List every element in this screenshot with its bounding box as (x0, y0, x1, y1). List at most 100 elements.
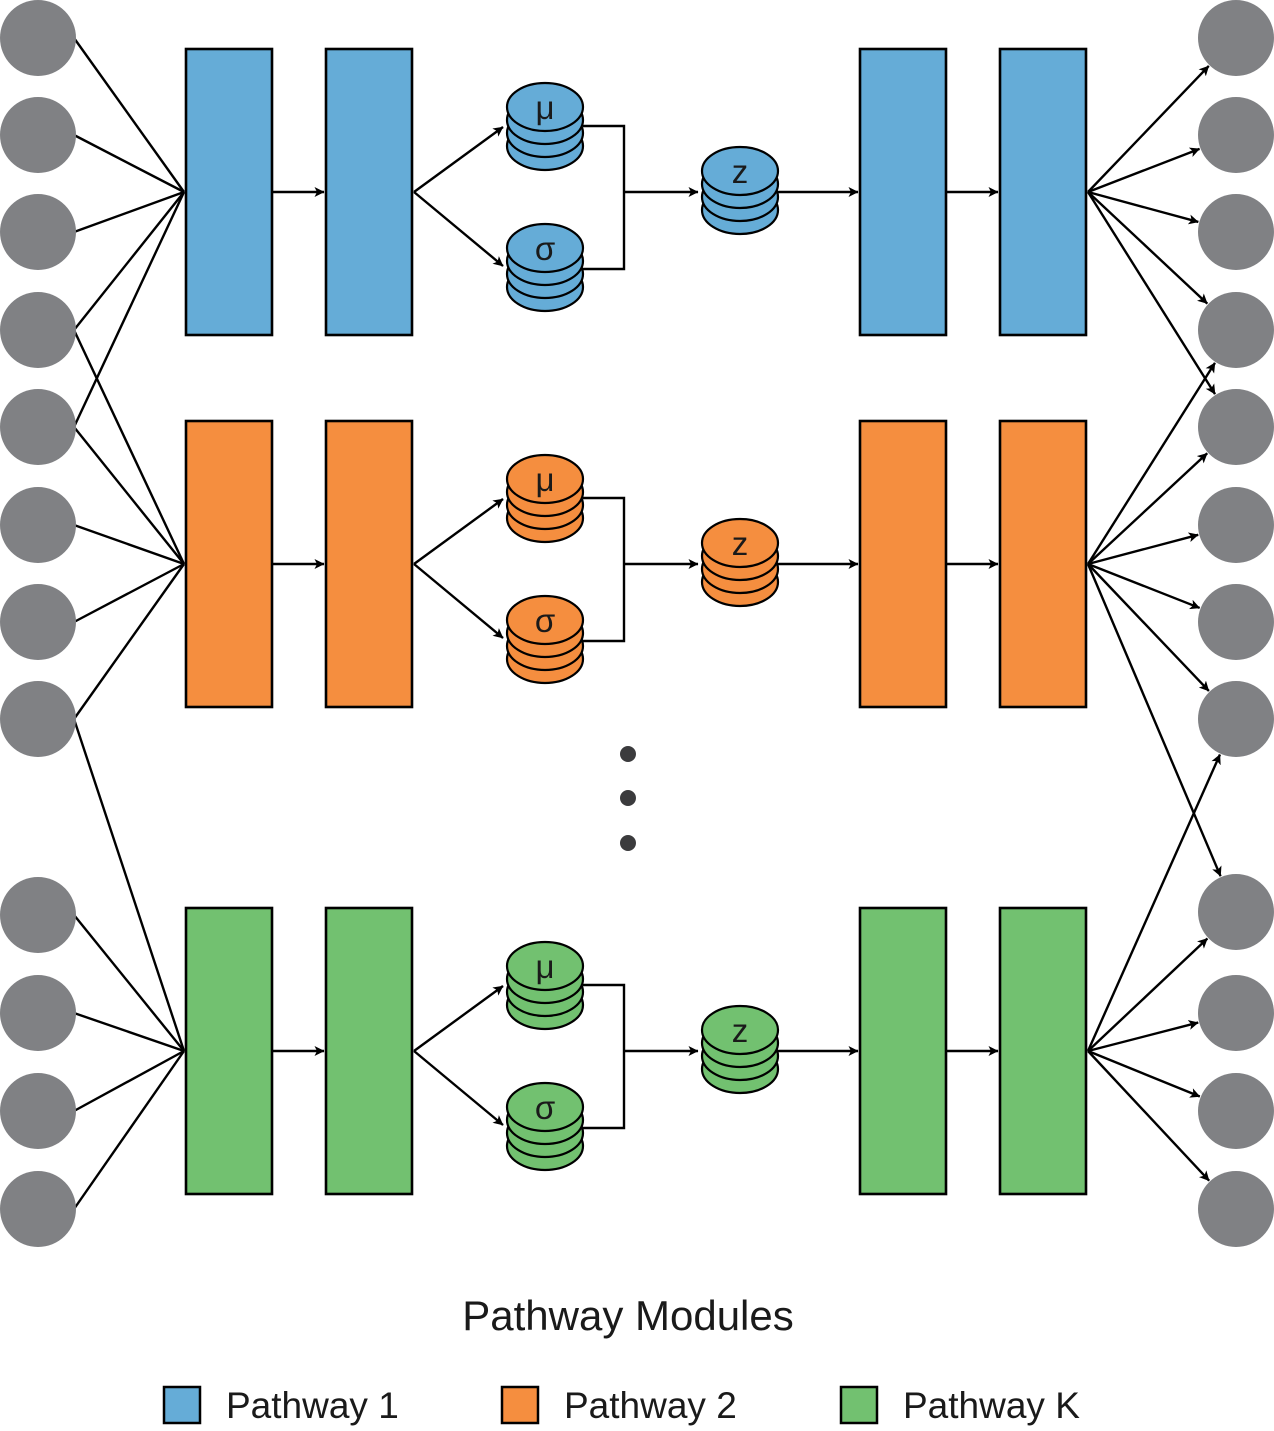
input-node (0, 877, 76, 953)
input-edge (73, 1050, 185, 1210)
stack-disc (700, 1004, 780, 1056)
output-edge (1087, 190, 1199, 225)
connection-edges (72, 37, 1222, 1210)
input-node (0, 389, 76, 465)
encoder-layer-2 (324, 47, 414, 337)
output-edge (1086, 191, 1217, 395)
stack-disc (505, 940, 585, 992)
more-pathways-ellipsis (620, 746, 636, 851)
mu-stack: μ (505, 453, 585, 544)
decoder-layer-1 (858, 47, 948, 337)
output-node (1198, 681, 1274, 757)
output-node (1198, 584, 1274, 660)
z-stack-label: z (732, 1012, 749, 1049)
output-edge (1086, 362, 1216, 565)
output-node (1198, 487, 1274, 563)
legend-label: Pathway K (903, 1385, 1080, 1426)
output-edge (1087, 1050, 1211, 1182)
legend-swatch (500, 1385, 540, 1425)
sigma-arrow (413, 191, 504, 267)
output-edge (1087, 1049, 1201, 1098)
reparam-bracket (583, 496, 626, 643)
ellipsis-dot (620, 746, 636, 762)
mu-arrow (413, 985, 504, 1052)
ellipsis-dot (620, 790, 636, 806)
output-edge (1087, 191, 1209, 305)
ellipsis-dot (620, 835, 636, 851)
pathway-module-pk: μ σ z (184, 906, 1088, 1196)
z-stack: z (700, 145, 780, 236)
input-edge (73, 562, 185, 624)
input-edge (72, 718, 186, 1052)
stack-disc (505, 594, 585, 646)
encoder-layer-1 (184, 906, 274, 1196)
legend-item: Pathway K (839, 1385, 1080, 1426)
mu-arrow (413, 126, 504, 193)
z-stack: z (700, 517, 780, 608)
sigma-stack-label: σ (535, 602, 555, 639)
input-edge (73, 133, 185, 194)
output-edge (1087, 563, 1210, 692)
sigma-arrow (413, 563, 504, 639)
z-stack-label: z (732, 153, 749, 190)
encoder-layer-1 (184, 419, 274, 709)
output-edge (1087, 65, 1210, 193)
mu-arrow (413, 498, 504, 565)
mu-stack: μ (505, 940, 585, 1031)
encoder-layer-1 (184, 47, 274, 337)
output-node (1198, 389, 1274, 465)
legend-item: Pathway 1 (162, 1385, 399, 1426)
sigma-stack: σ (505, 594, 585, 685)
input-node (0, 681, 76, 757)
input-node (0, 194, 76, 270)
input-node (0, 0, 76, 76)
legend-item: Pathway 2 (500, 1385, 737, 1426)
input-edge (73, 1011, 185, 1053)
output-node (1198, 97, 1274, 173)
output-node (1198, 1171, 1274, 1247)
input-edge (72, 191, 186, 428)
legend-label: Pathway 1 (226, 1385, 399, 1426)
stack-disc (505, 81, 585, 133)
output-node (1198, 874, 1274, 950)
legend: Pathway 1 Pathway 2 Pathway K (162, 1385, 1080, 1426)
output-node (1198, 0, 1274, 76)
encoder-layer-2 (324, 419, 414, 709)
mu-stack-label: μ (535, 461, 554, 498)
legend-label: Pathway 2 (564, 1385, 737, 1426)
decoder-layer-1 (858, 906, 948, 1196)
output-edge (1086, 754, 1222, 1052)
pathway-module-p1: μσz (184, 47, 1088, 337)
stack-disc (700, 145, 780, 197)
input-edge (73, 1049, 185, 1113)
stack-disc (700, 517, 780, 569)
output-edge (1087, 937, 1209, 1052)
output-edge (1087, 1020, 1199, 1053)
output-node (1198, 292, 1274, 368)
input-node (0, 292, 76, 368)
sigma-stack-label: σ (535, 1089, 555, 1126)
stack-disc (505, 453, 585, 505)
input-edge (72, 329, 186, 565)
z-stack-label: z (732, 525, 749, 562)
mu-stack: μ (505, 81, 585, 172)
decoder-layer-2 (998, 419, 1088, 709)
input-output-nodes (0, 0, 1274, 1247)
input-node (0, 1171, 76, 1247)
input-edge (73, 914, 185, 1052)
output-edge (1087, 147, 1201, 194)
sigma-arrow (413, 1050, 504, 1126)
input-edge (73, 523, 185, 566)
input-edge (73, 563, 185, 720)
sigma-stack: σ (505, 1081, 585, 1172)
decoder-layer-2 (998, 906, 1088, 1196)
output-node (1198, 1073, 1274, 1149)
mu-stack-label: μ (535, 948, 554, 985)
legend-swatch (162, 1385, 202, 1425)
output-node (1198, 194, 1274, 270)
legend-swatch (839, 1385, 879, 1425)
output-edge (1086, 563, 1222, 877)
output-edge (1087, 562, 1201, 610)
z-stack: z (700, 1004, 780, 1095)
